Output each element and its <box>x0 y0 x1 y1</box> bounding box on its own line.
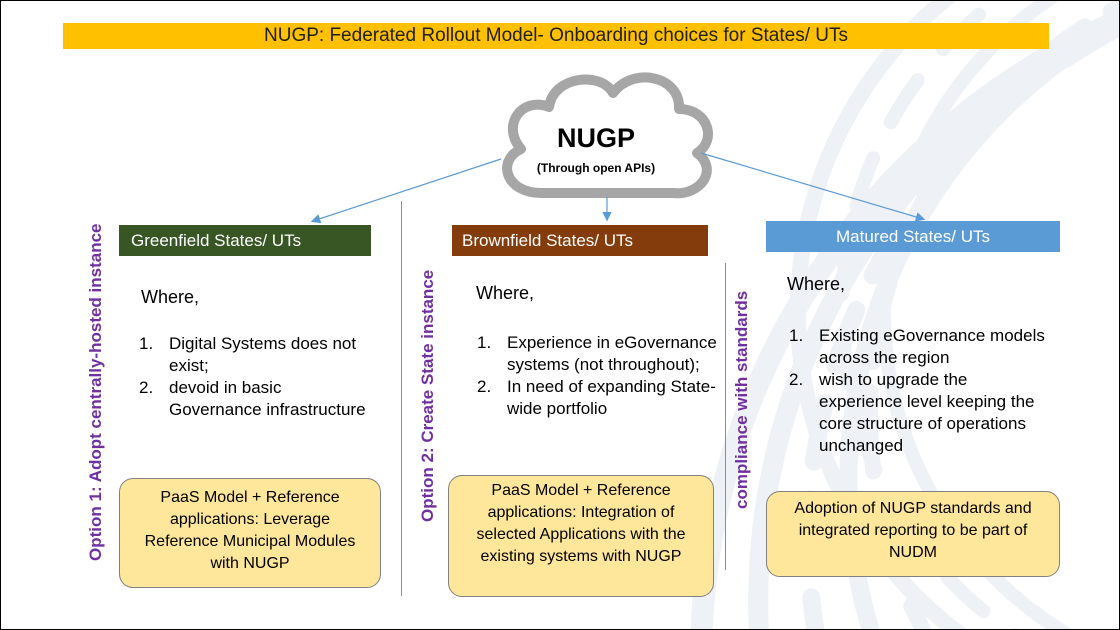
divider-1 <box>401 201 402 596</box>
connector-right <box>700 152 926 222</box>
greenfield-criteria: 1.Digital Systems does not exist; 2.devo… <box>139 333 369 421</box>
option-2-label: Option 2: Create State instance <box>418 269 437 522</box>
brownfield-criteria: 1.Experience in eGovernance systems (not… <box>477 332 717 420</box>
list-item: 2.wish to upgrade the experience level k… <box>789 370 1035 455</box>
matured-header: Matured States/ UTs <box>766 221 1060 252</box>
list-item: 1.Digital Systems does not exist; <box>139 334 357 375</box>
brownfield-header: Brownfield States/ UTs <box>452 225 708 256</box>
cloud-title: NUGP <box>556 123 635 153</box>
option-3-label: compliance with standards <box>732 290 751 509</box>
connector-left <box>310 158 502 224</box>
slide-title: NUGP: Federated Rollout Model- Onboardin… <box>63 23 1049 49</box>
cloud-subtitle: (Through open APIs) <box>536 161 656 175</box>
brownfield-model-box: PaaS Model + Reference applications: Int… <box>448 475 714 597</box>
greenfield-model-box: PaaS Model + Reference applications: Lev… <box>119 478 381 588</box>
list-item: 2.In need of expanding State-wide portfo… <box>477 377 716 418</box>
where-label-1: Where, <box>141 287 200 307</box>
list-item: 2.devoid in basic Governance infrastruct… <box>139 378 366 419</box>
where-label-2: Where, <box>476 283 535 303</box>
divider-2 <box>725 263 726 570</box>
greenfield-header: Greenfield States/ UTs <box>119 225 371 256</box>
list-item: 1.Existing eGovernance models across the… <box>789 326 1045 367</box>
matured-criteria: 1.Existing eGovernance models across the… <box>789 325 1049 457</box>
list-item: 1.Experience in eGovernance systems (not… <box>477 333 717 374</box>
matured-model-box: Adoption of NUGP standards and integrate… <box>766 491 1060 577</box>
where-label-3: Where, <box>787 274 846 294</box>
option-1-label: Option 1: Adopt centrally-hosted instanc… <box>86 223 105 561</box>
